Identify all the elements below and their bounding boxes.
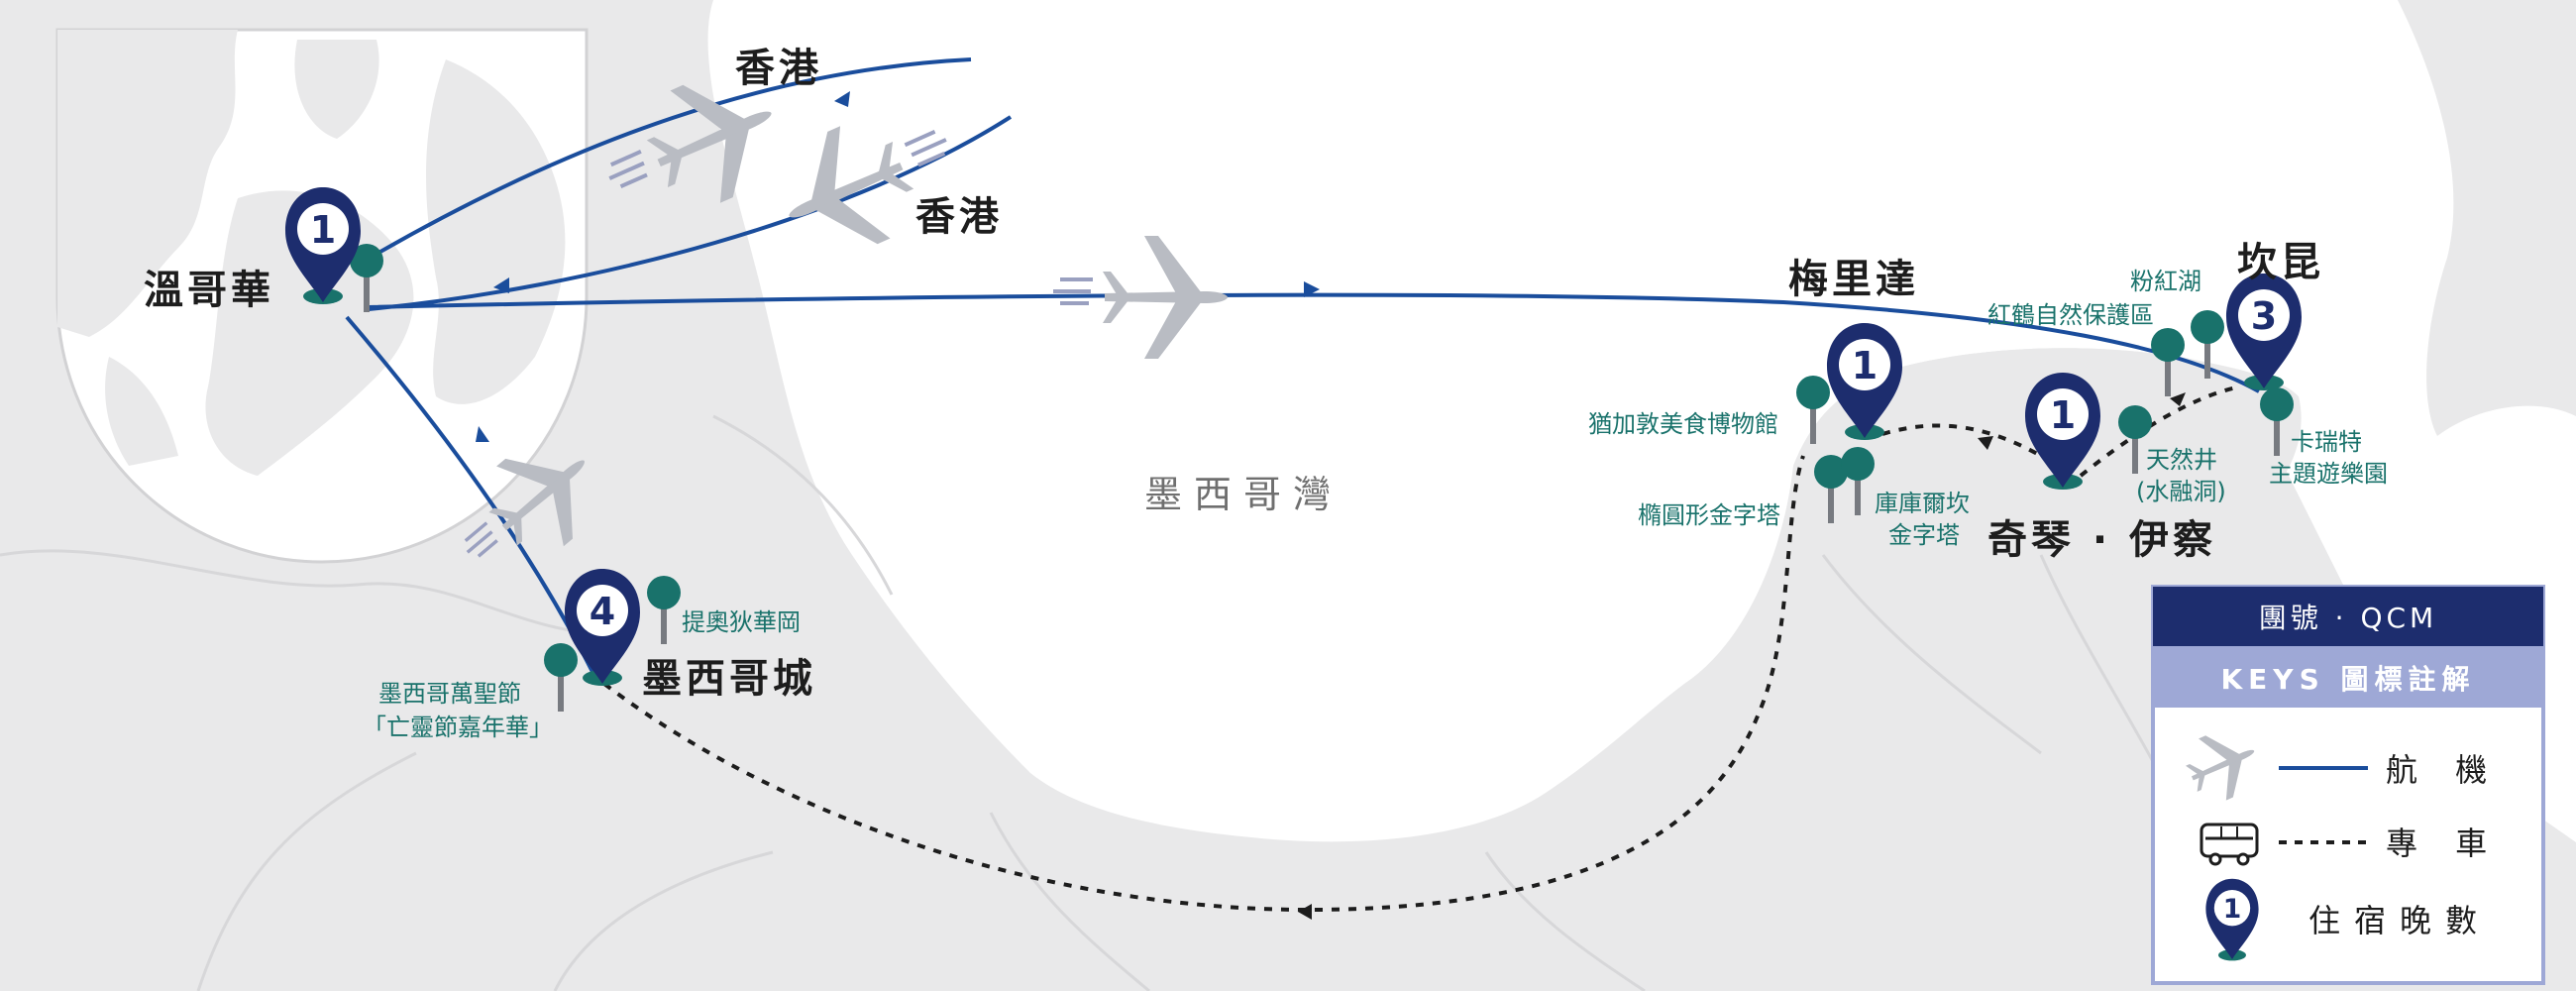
pin-icon: 4 (565, 569, 640, 686)
accommodation-pins: 1 1 1 3 4 (285, 187, 2302, 686)
route-mexico-city-merida (602, 455, 1805, 913)
route-merida-chichen (1881, 423, 2042, 458)
poi-label-gastronomy: 猶加敦美食博物館 (1588, 410, 1778, 438)
poi-label-xcaret: 主題遊樂園 (2269, 460, 2388, 488)
legend-coach-label: 專 車 (2386, 825, 2501, 862)
city-label-cancun: 坎昆 (2237, 240, 2324, 285)
coach-arrows (1298, 392, 2186, 920)
poi-label-day-of-dead: 墨西哥萬聖節 (378, 680, 521, 708)
poi-label-cenote: 天然井 (2146, 446, 2217, 474)
route-hk-outbound (365, 57, 972, 262)
coach-routes (602, 385, 2242, 913)
poi-label-uxmal: 橢圓形金字塔 (1638, 501, 1780, 529)
pin-icon: 1 (2205, 878, 2259, 961)
poi-label-kukulkan: 庫庫爾坎 (1875, 490, 1970, 517)
pin-nights: 1 (310, 208, 336, 252)
coach-arrow (2170, 392, 2186, 406)
poi-label-flamingo: 紅鶴自然保護區 (1987, 301, 2154, 329)
pin-nights: 1 (2050, 393, 2076, 437)
pin-icon: 1 (2025, 373, 2100, 490)
pin-nights: 1 (1852, 344, 1878, 387)
route-vancouver-cancun (368, 292, 2260, 393)
city-label-hongkong: 香港 (735, 46, 822, 91)
gulf-of-mexico-label: 墨西哥灣 (1144, 473, 1342, 516)
legend: 團號 · QCM KEYS 圖標註解 航 機 專 車 1 住宿晚數 (2151, 585, 2545, 985)
poi-label-xcaret: 卡瑞特 (2291, 428, 2362, 456)
legend-flight-label: 航 機 (2386, 751, 2501, 789)
pin-nights: 4 (590, 590, 615, 633)
pin-nights: 1 (2223, 894, 2242, 925)
city-label-vancouver: 溫哥華 (144, 268, 274, 313)
poi-labels: 粉紅湖 紅鶴自然保護區 猶加敦美食博物館 天然井 (水融洞) 卡瑞特 主題遊樂園… (363, 268, 2388, 741)
pin-icon: 1 (285, 187, 361, 304)
city-label-hongkong: 香港 (915, 194, 1003, 240)
route-chichen-cancun (2079, 385, 2242, 478)
legend-title: KEYS 圖標註解 (2220, 663, 2475, 696)
pin-nights: 3 (2251, 294, 2277, 338)
land-caribbean-east (2398, 0, 2576, 436)
poi-label-cenote: (水融洞) (2136, 478, 2226, 505)
pin-icon: 3 (2226, 274, 2302, 390)
poi-label-teotihuacan: 提奧狄華岡 (682, 608, 801, 636)
route-arrow (834, 91, 850, 107)
coach-arrow (1978, 436, 1993, 450)
route-arrow (1304, 281, 1320, 297)
pin-icon: 1 (1827, 323, 1902, 440)
bus-icon (2200, 823, 2259, 866)
poi-label-pink-lake: 粉紅湖 (2130, 268, 2201, 295)
poi-label-day-of-dead: 「亡靈節嘉年華」 (363, 714, 553, 741)
route-arrow (493, 277, 509, 293)
poi-label-kukulkan: 金字塔 (1888, 521, 1960, 549)
route-arrow (476, 426, 489, 442)
city-label-mexico-city: 墨西哥城 (642, 656, 816, 702)
legend-group-code: 團號 · QCM (2259, 602, 2437, 634)
plane-icon (764, 109, 953, 273)
legend-nights-label: 住宿晚數 (2308, 902, 2491, 939)
city-label-merida: 梅里達 (1788, 257, 1919, 302)
city-labels: 溫哥華 香港 香港 梅里達 坎昆 奇琴 · 伊察 墨西哥城 (144, 46, 2324, 702)
city-label-chichen-itza: 奇琴 · 伊察 (1987, 517, 2216, 563)
coach-arrow (1298, 904, 1312, 920)
route-arrows (476, 91, 1320, 442)
